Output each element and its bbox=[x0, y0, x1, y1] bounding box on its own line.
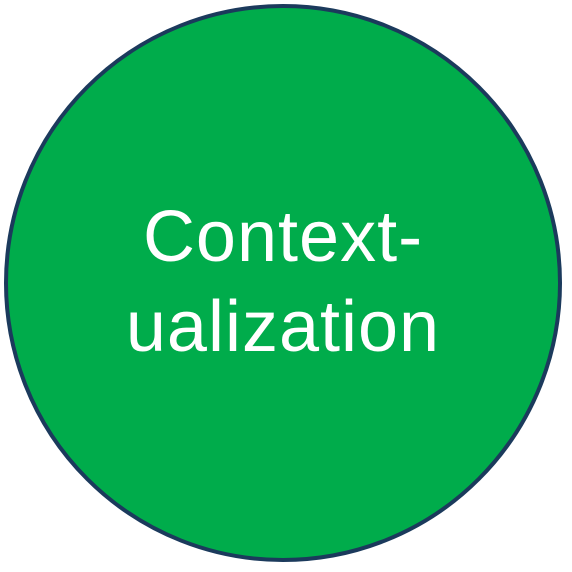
node-label-line-2: ualization bbox=[125, 287, 441, 367]
node-label: Context- ualization bbox=[126, 192, 440, 372]
concept-circle-node: Context- ualization bbox=[4, 4, 562, 562]
node-label-line-1: Context- bbox=[142, 197, 424, 277]
